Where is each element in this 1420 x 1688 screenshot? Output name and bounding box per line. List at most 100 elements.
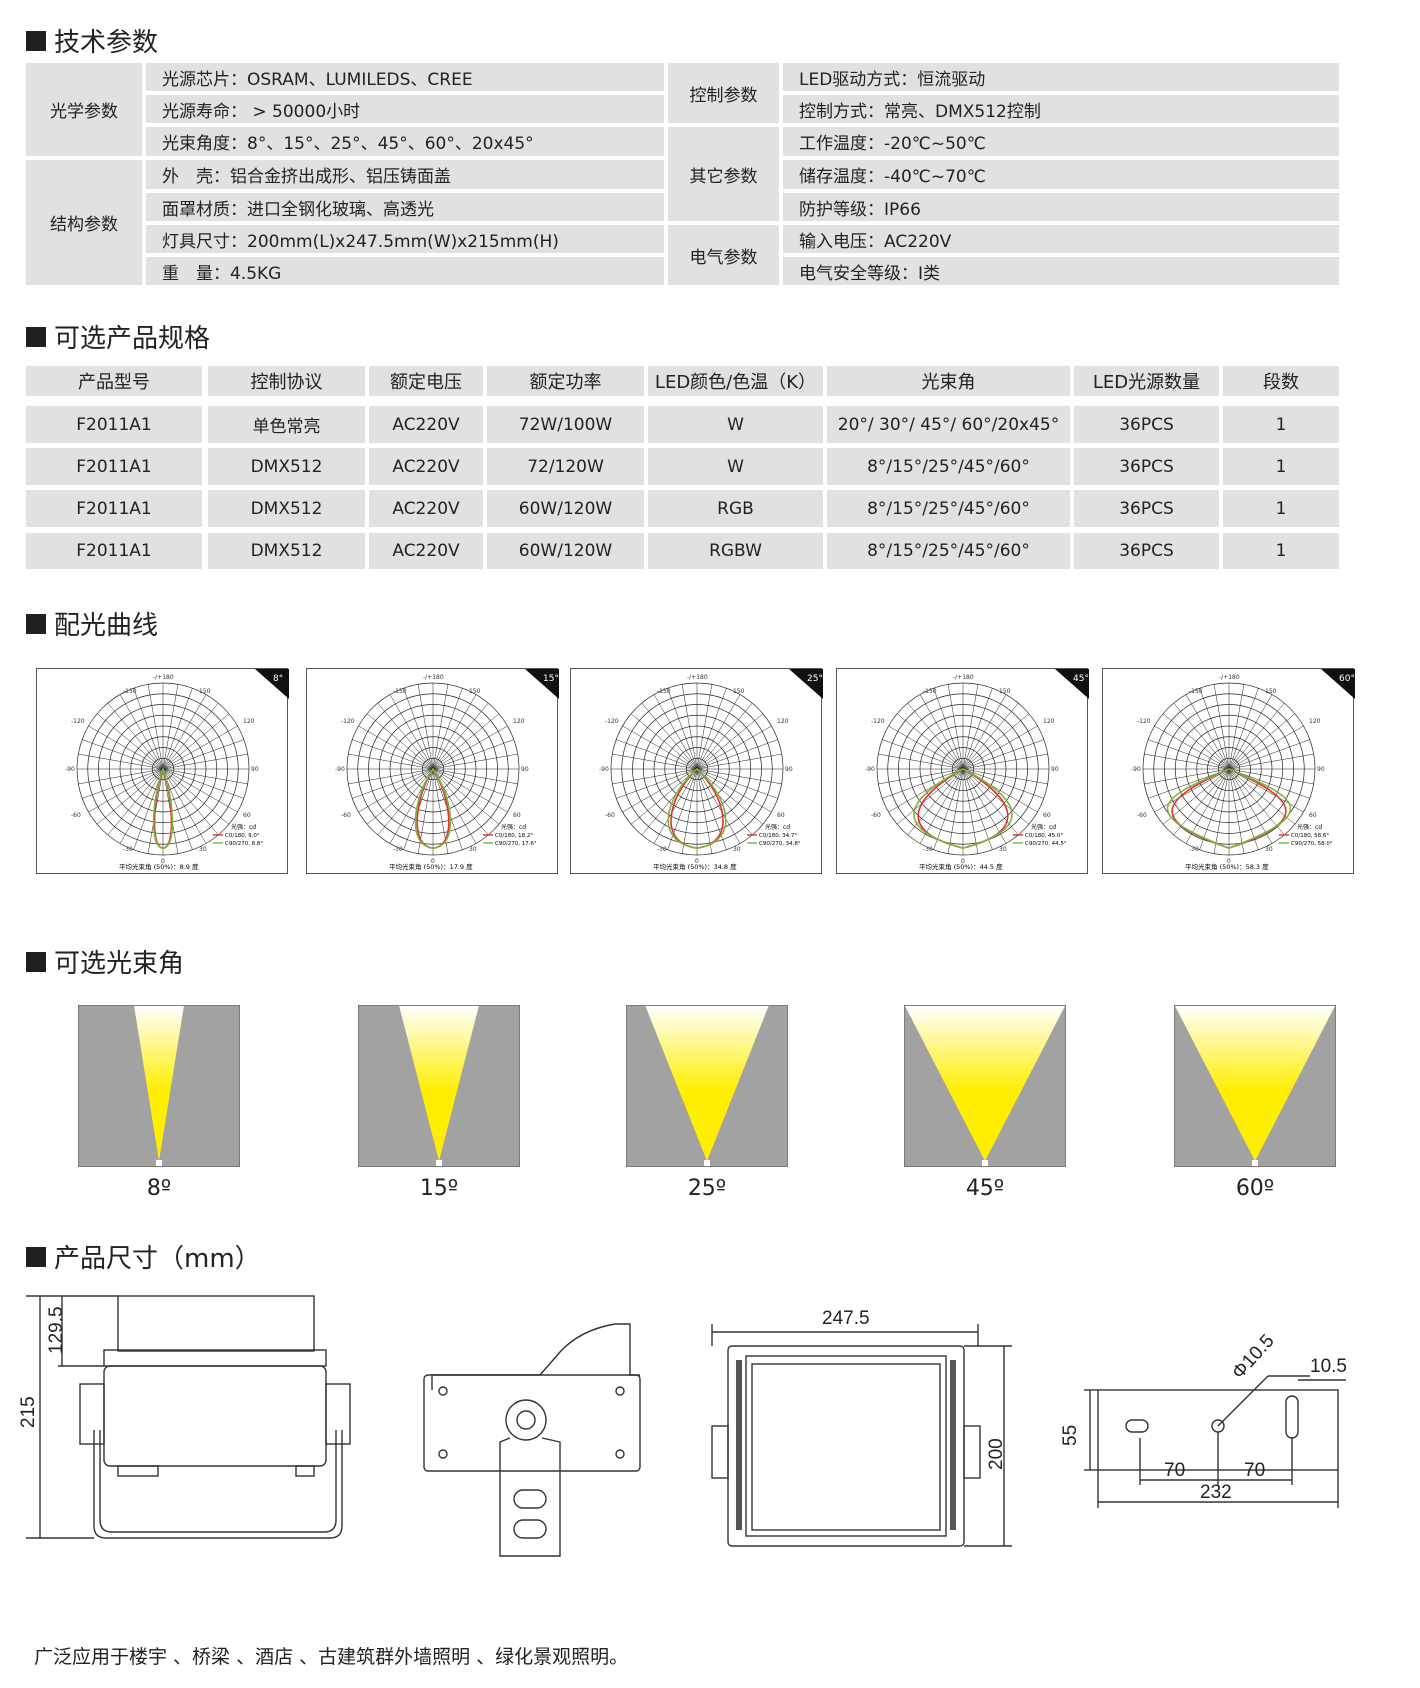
light-source-dot [982, 1160, 988, 1166]
beam-angle-diagram [626, 1005, 788, 1167]
legend-title: 光强：cd [765, 823, 790, 831]
top-view-drawing [711, 1324, 1012, 1547]
spec-cell: 8°/15°/25°/45°/60° [827, 533, 1070, 569]
polar-caption: 平均光束角 (50%)：34.8 度 [653, 862, 737, 871]
polar-angle-label: -60 [71, 812, 81, 819]
spec-cell: 8°/15°/25°/45°/60° [827, 448, 1070, 485]
polar-caption: 平均光束角 (50%)：44.5 度 [919, 862, 1003, 871]
polar-angle-label: 120 [1309, 718, 1321, 725]
spec-cell: AC220V [369, 533, 483, 569]
bullet-square-icon [26, 951, 46, 972]
legend-entry: C0/180, 18.2° [495, 833, 533, 839]
polar-angle-label: -60 [871, 812, 881, 819]
dimension-drawings: 215 129.5 247.5 200 Φ10.5 10.5 55 70 70 … [18, 1295, 1347, 1557]
structure-row: 重 量：4.5KG [146, 257, 664, 285]
polar-angle-label: -/+180 [423, 674, 444, 681]
spec-cell: 1 [1223, 490, 1339, 527]
spec-cell: RGBW [648, 533, 823, 569]
spec-cell: RGB [648, 490, 823, 527]
spec-header: 额定电压 [369, 366, 483, 396]
polar-angle-label: -30 [657, 846, 667, 853]
intensity-curve [667, 767, 727, 849]
beam-angle-diagram [1174, 1005, 1336, 1167]
polar-angle-label: -90 [599, 766, 609, 773]
electric-row: 电气安全等级：I类 [783, 257, 1339, 285]
polar-angle-label: 60 [243, 812, 251, 819]
other-row: 储存温度：-40℃~70℃ [783, 160, 1339, 189]
corner-tag-shape [1321, 669, 1355, 699]
dim-label-70a: 70 [1164, 1460, 1185, 1481]
polar-angle-label: -30 [123, 846, 133, 853]
control-label: 控制参数 [668, 63, 779, 123]
polar-angle-label: -30 [923, 846, 933, 853]
legend-entry: C0/180, 34.7° [759, 833, 797, 839]
footer-text: 广泛应用于楼宇 、桥梁 、酒店 、古建筑群外墙照明 、绿化景观照明。 [34, 1646, 629, 1668]
polar-angle-label: -90 [865, 766, 875, 773]
polar-angle-label: 120 [243, 718, 255, 725]
polar-caption: 平均光束角 (50%)：17.9 度 [389, 862, 473, 871]
beam-angle-label: 45º [965, 1176, 1005, 1201]
legend-entry: C0/180, 45.0° [1025, 833, 1063, 839]
spec-cell: F2011A1 [26, 533, 202, 569]
polar-angle-label: -60 [341, 812, 351, 819]
polar-angle-label: 0 [161, 858, 165, 865]
polar-angle-label: 60 [1043, 812, 1051, 819]
beam-cone [399, 1006, 479, 1161]
polar-angle-label: 0 [431, 858, 435, 865]
spec-cell: W [648, 448, 823, 485]
polar-angle-label: 150 [733, 688, 745, 695]
polar-angle-label: 120 [513, 718, 525, 725]
spec-cell: 60W/120W [487, 490, 644, 527]
spec-cell: 36PCS [1074, 406, 1219, 443]
structure-row: 外 壳：铝合金挤出成形、铝压铸面盖 [146, 160, 664, 189]
other-label: 其它参数 [668, 127, 779, 221]
polar-angle-label: -120 [341, 718, 355, 725]
spec-cell: DMX512 [208, 448, 365, 485]
side-view-drawing [26, 1295, 351, 1539]
polar-angle-label: -60 [605, 812, 615, 819]
spec-header: 光束角 [827, 366, 1070, 396]
spec-cell: DMX512 [208, 533, 365, 569]
polar-angle-label: 90 [251, 766, 259, 773]
front-view-drawing [423, 1323, 641, 1557]
polar-angle-label: -120 [605, 718, 619, 725]
polar-angle-label: 90 [1317, 766, 1325, 773]
beam-angle-diagram [904, 1005, 1066, 1167]
polar-angle-label: -120 [1137, 718, 1151, 725]
spec-cell: 1 [1223, 448, 1339, 485]
polar-angle-label: -150 [657, 688, 671, 695]
structure-label: 结构参数 [26, 160, 142, 285]
dim-label-55: 55 [1060, 1425, 1081, 1446]
legend-title: 光强：cd [1297, 823, 1322, 831]
spec-header: 段数 [1223, 366, 1339, 396]
electric-row: 输入电压：AC220V [783, 225, 1339, 253]
polar-angle-label: -/+180 [1219, 674, 1240, 681]
section-title-dims: 产品尺寸（mm） [26, 1238, 261, 1275]
beam-angle-label: 25º [687, 1176, 727, 1201]
polar-angle-label: 120 [1043, 718, 1055, 725]
structure-row: 灯具尺寸：200mm(L)x247.5mm(W)x215mm(H) [146, 225, 664, 253]
intensity-curve [414, 767, 452, 849]
polar-angle-label: -90 [1131, 766, 1141, 773]
beam-angle-diagram [358, 1005, 520, 1167]
beam-angle-label: 15º [419, 1176, 459, 1201]
legend-entry: C90/270, 17.6° [495, 841, 537, 847]
legend-entry: C0/180, 9.0° [225, 833, 260, 839]
spec-cell: W [648, 406, 823, 443]
structure-row: 面罩材质：进口全钢化玻璃、高透光 [146, 193, 664, 221]
optical-row: 光源芯片：OSRAM、LUMILEDS、CREE [146, 63, 664, 91]
polar-angle-label: 30 [999, 846, 1007, 853]
beam-cone [905, 1006, 1065, 1161]
polar-caption: 平均光束角 (50%)：8.9 度 [119, 862, 199, 871]
polar-angle-label: 30 [199, 846, 207, 853]
spec-cell: 单色常亮 [208, 406, 365, 443]
spec-cell: 1 [1223, 533, 1339, 569]
spec-cell: 60W/120W [487, 533, 644, 569]
polar-angle-label: 150 [1265, 688, 1277, 695]
section-title-curve: 配光曲线 [26, 605, 158, 642]
polar-angle-label: -120 [871, 718, 885, 725]
polar-angle-label: 60 [777, 812, 785, 819]
polar-angle-label: -60 [1137, 812, 1147, 819]
